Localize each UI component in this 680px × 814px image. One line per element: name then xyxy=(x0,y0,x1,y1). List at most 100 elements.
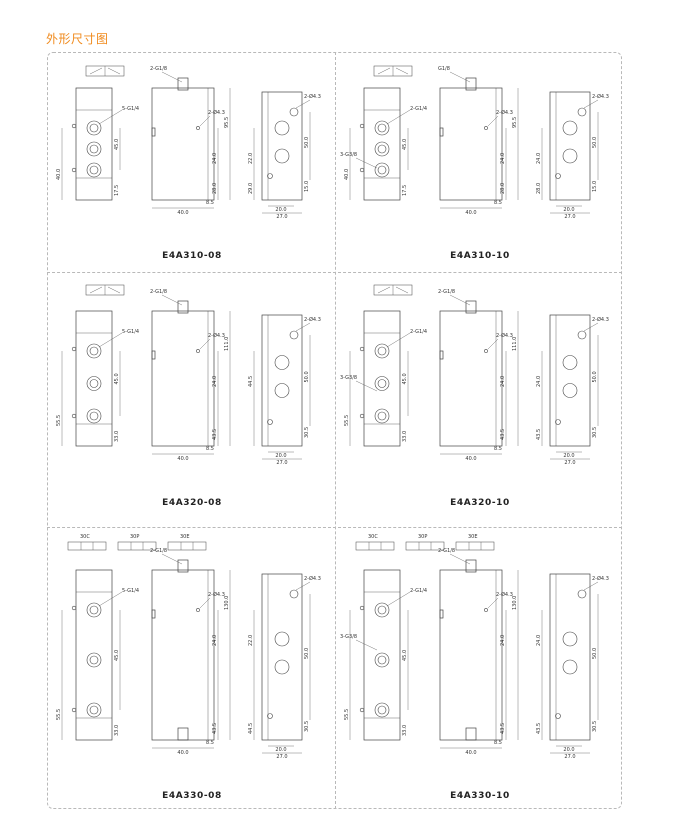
port-inner-circle xyxy=(377,655,387,665)
symbol-label: 30C xyxy=(368,534,378,540)
port-circle xyxy=(374,408,390,424)
dimension-label: 50.0 xyxy=(304,371,310,382)
dimension-line xyxy=(98,109,123,125)
dimension-label: 24.0 xyxy=(500,376,506,387)
dimension-label: 33.0 xyxy=(114,725,120,736)
side-groove xyxy=(439,127,444,137)
port-circle xyxy=(86,343,102,359)
port-inner-circle xyxy=(89,123,99,133)
port-circle xyxy=(562,355,578,370)
dimension-label: 50.0 xyxy=(592,371,598,382)
dimension-label: 55.5 xyxy=(56,415,62,426)
page-title: 外形尺寸图 xyxy=(46,32,109,46)
dimension-line xyxy=(355,639,378,651)
port-inner-circle xyxy=(377,165,387,175)
dimension-label: 8.5 xyxy=(494,446,502,452)
dimension-label: 20.0 xyxy=(275,747,286,753)
model-label: E4A320-10 xyxy=(450,498,510,508)
pilot-port xyxy=(177,77,189,91)
mount-hole xyxy=(555,713,561,719)
valve-symbol xyxy=(355,541,395,551)
port-callout: 2-Ø4.3 xyxy=(208,109,225,116)
dimension-label: 20.0 xyxy=(275,207,286,213)
symbol-label: 30E xyxy=(180,534,190,540)
dimension-label: 50.0 xyxy=(592,137,598,148)
dimension-label: 45.0 xyxy=(114,373,120,384)
dimension-label: 55.5 xyxy=(344,415,350,426)
side-view-body xyxy=(151,87,215,201)
port-callout: 2-Ø4.3 xyxy=(208,591,225,598)
valve-symbol xyxy=(67,541,107,551)
dimension-line xyxy=(583,581,599,591)
port-callout: 2-Ø4.3 xyxy=(592,575,609,582)
mount-hole xyxy=(577,330,587,340)
dimension-label: 40.0 xyxy=(177,750,188,756)
port-callout: 2-G1/8 xyxy=(150,289,167,295)
dimension-line xyxy=(487,115,499,127)
dimension-label: 43.5 xyxy=(536,723,542,734)
dimension-label: 50.0 xyxy=(592,648,598,659)
mount-hole xyxy=(359,167,365,173)
front-view-body xyxy=(363,87,401,201)
pilot-port xyxy=(177,727,189,741)
dimension-line xyxy=(583,99,599,109)
column-divider xyxy=(335,52,336,809)
mount-hole xyxy=(555,419,561,425)
port-inner-circle xyxy=(89,705,99,715)
dimension-label: 22.0 xyxy=(248,635,254,646)
mount-hole xyxy=(71,413,77,419)
port-inner-circle xyxy=(377,411,387,421)
dimension-line xyxy=(449,71,471,83)
mount-hole xyxy=(196,608,200,612)
port-circle xyxy=(562,631,578,647)
front-view-body xyxy=(363,569,401,741)
mount-hole xyxy=(289,107,299,117)
port-inner-circle xyxy=(377,144,387,154)
dimension-line xyxy=(487,338,499,350)
front-view-body xyxy=(75,310,113,447)
port-callout: 2-Ø4.3 xyxy=(496,109,513,116)
dimension-label: 43.5 xyxy=(536,429,542,440)
mount-hole xyxy=(577,107,587,117)
outline-line xyxy=(89,286,103,294)
end-view-body xyxy=(549,314,591,447)
port-circle xyxy=(86,162,102,178)
mount-hole xyxy=(484,349,488,353)
dimension-label: 30.5 xyxy=(592,427,598,438)
port-circle xyxy=(274,659,290,675)
dimension-label: 24.0 xyxy=(536,635,542,646)
dimension-label: 20.0 xyxy=(563,453,574,459)
dimension-drawing: 2-G1/43-G3/855.545.033.02-G1/82-Ø4.3111.… xyxy=(340,284,609,466)
port-callout: 2-G1/4 xyxy=(410,329,427,335)
port-callout: 2-G1/4 xyxy=(410,588,427,594)
outline-line xyxy=(395,67,409,75)
dimension-label: 95.5 xyxy=(512,117,518,128)
model-label: E4A330-10 xyxy=(450,791,510,801)
dimension-label: 8.5 xyxy=(206,200,214,206)
dimension-label: 55.5 xyxy=(344,709,350,720)
outline-line xyxy=(89,67,103,75)
port-circle xyxy=(86,702,102,718)
dimension-label: 45.0 xyxy=(114,139,120,150)
dimension-line xyxy=(449,553,471,565)
dimension-line xyxy=(161,553,183,565)
port-circle xyxy=(86,652,102,668)
mount-hole xyxy=(196,126,200,130)
dimension-label: 45.0 xyxy=(402,139,408,150)
port-circle xyxy=(374,162,390,178)
port-callout: 2-G1/8 xyxy=(438,289,455,295)
valve-symbol xyxy=(455,541,495,551)
mount-hole xyxy=(71,123,77,129)
mount-hole xyxy=(71,605,77,611)
port-circle xyxy=(374,120,390,136)
pilot-port xyxy=(177,559,189,573)
dimension-line xyxy=(355,380,378,392)
port-callout: 2-Ø4.3 xyxy=(592,316,609,323)
front-view-body xyxy=(75,87,113,201)
port-circle xyxy=(374,141,390,157)
pilot-port xyxy=(177,300,189,314)
mount-hole xyxy=(359,123,365,129)
dimension-label: 27.0 xyxy=(564,214,575,220)
model-label: E4A330-08 xyxy=(162,791,222,801)
model-label: E4A310-10 xyxy=(450,251,510,261)
